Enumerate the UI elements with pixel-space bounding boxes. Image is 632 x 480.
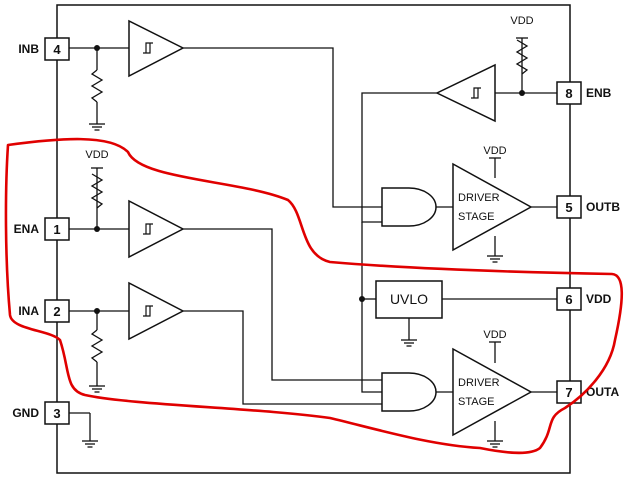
schmitt-buffer-ina	[128, 281, 185, 341]
svg-text:STAGE: STAGE	[458, 396, 494, 408]
vdd-label-driver-a: VDD	[483, 329, 506, 341]
and-gate-a	[381, 372, 437, 412]
svg-text:VDD: VDD	[586, 292, 612, 306]
svg-text:OUTA: OUTA	[586, 385, 619, 399]
svg-text:OUTB: OUTB	[586, 200, 620, 214]
svg-text:1: 1	[53, 222, 60, 237]
svg-text:GND: GND	[12, 406, 39, 420]
pin-enb: 8 ENB	[556, 81, 612, 105]
channel-a-highlight-outline	[4, 137, 624, 455]
vdd-label-ena-pullup: VDD	[85, 149, 108, 161]
svg-text:2: 2	[53, 304, 60, 319]
svg-text:ENA: ENA	[14, 222, 40, 236]
driver-stage-a: DRIVER STAGE	[452, 347, 533, 437]
schmitt-buffer-enb	[435, 63, 496, 123]
pin-outa: 7 OUTA	[556, 380, 619, 404]
schmitt-buffer-ena	[128, 199, 185, 259]
vdd-label-driver-b: VDD	[483, 145, 506, 157]
schmitt-buffer-inb	[128, 19, 185, 78]
svg-text:DRIVER: DRIVER	[458, 192, 500, 204]
svg-text:INB: INB	[18, 42, 39, 56]
pin-outb: 5 OUTB	[556, 195, 620, 219]
svg-text:DRIVER: DRIVER	[458, 377, 500, 389]
junction-dots	[94, 45, 525, 314]
svg-text:3: 3	[53, 406, 60, 421]
vdd-label-enb-pullup: VDD	[510, 15, 533, 27]
pin-gnd: 3 GND	[12, 401, 70, 425]
svg-text:5: 5	[565, 200, 572, 215]
uvlo-block: UVLO	[375, 280, 443, 319]
svg-text:INA: INA	[18, 304, 39, 318]
svg-text:UVLO: UVLO	[390, 291, 428, 307]
pin-inb: 4 INB	[18, 37, 70, 61]
wiring	[69, 37, 557, 441]
svg-text:8: 8	[565, 86, 572, 101]
driver-stage-b: DRIVER STAGE	[452, 162, 533, 252]
svg-text:6: 6	[565, 292, 572, 307]
svg-text:4: 4	[53, 42, 61, 57]
pin-ena: 1 ENA	[14, 217, 70, 241]
svg-text:ENB: ENB	[586, 86, 612, 100]
svg-text:STAGE: STAGE	[458, 211, 494, 223]
pin-ina: 2 INA	[18, 299, 70, 323]
and-gate-b	[381, 187, 437, 227]
svg-text:7: 7	[565, 385, 572, 400]
pin-vdd: 6 VDD	[556, 287, 612, 311]
